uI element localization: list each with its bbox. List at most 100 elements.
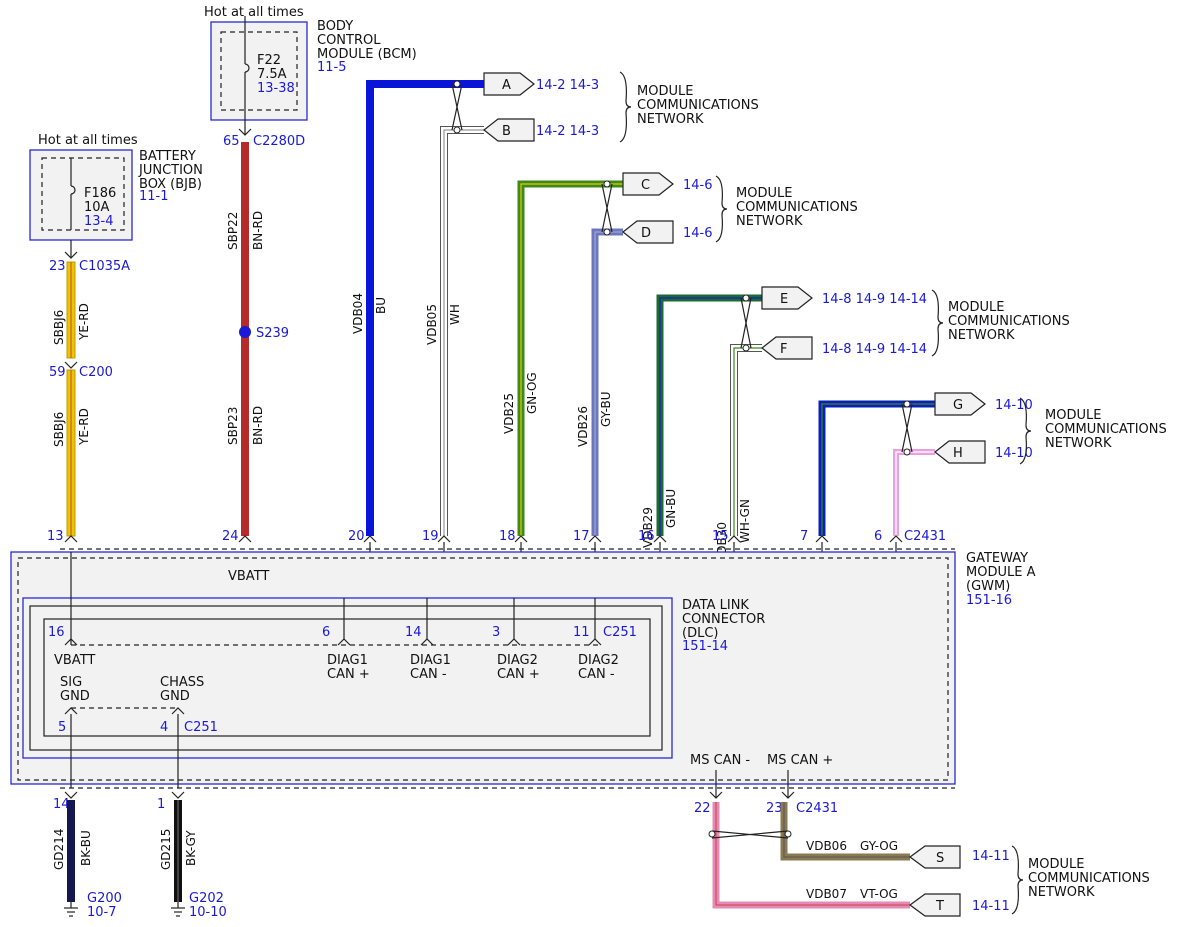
connector-tag-d[interactable]: D (622, 220, 674, 244)
network-brackets: MODULECOMMUNICATIONSNETWORKMODULECOMMUNI… (619, 71, 1167, 915)
tag-t-label: T (935, 899, 944, 914)
connector-tag-label: G (953, 398, 963, 413)
bcm-fuse-ref: 13-38 (257, 81, 295, 96)
gd215-pin: 1 (157, 797, 165, 812)
connector-tag-refs: 14-8 14-9 14-14 (822, 292, 927, 307)
connector-tag-b[interactable]: B (483, 118, 535, 142)
dlc-pin-label-1: DIAG1 (327, 653, 368, 668)
wire-circuit-label: VDB05 (425, 304, 439, 345)
network-label-line: NETWORK (1028, 885, 1095, 900)
dlc-pin-number: 6 (322, 625, 330, 640)
vdb06-color: GY-OG (860, 839, 898, 853)
gd214-circuit: GD214 (52, 829, 66, 870)
connector-tag-g[interactable]: G (934, 392, 986, 416)
gwm-pin-number: 16 (638, 529, 655, 544)
gwm-page: 151-16 (966, 593, 1012, 608)
wire-sbp22: SBP22 (226, 212, 240, 250)
tag-t-refs: 14-11 (972, 899, 1010, 914)
twisted-pair-icon (901, 400, 913, 456)
dlc-pin-label-2: CAN - (410, 667, 447, 682)
network-label-line: MODULE (1028, 857, 1084, 872)
connector-tag-f[interactable]: F (761, 336, 813, 360)
dlc-pin-number: 16 (48, 625, 65, 640)
dlc-name-3: (DLC) (682, 626, 718, 641)
gwm-vbatt-label: VBATT (228, 569, 269, 584)
gd214-color: BK-BU (79, 830, 93, 866)
gwm-pin-number: 17 (573, 529, 590, 544)
ms-can-plus-pin: 23 (766, 801, 783, 816)
bjb-page: 11-1 (139, 189, 169, 204)
connector-tag-refs: 14-2 14-3 (536, 78, 599, 93)
network-label-line: COMMUNICATIONS (637, 98, 759, 113)
network-label-line: COMMUNICATIONS (736, 200, 858, 215)
connector-tag-h[interactable]: H (934, 440, 986, 464)
dlc-pin-number: 3 (492, 625, 500, 640)
dlc-pin-label-1: VBATT (54, 653, 95, 668)
gd215-color: BK-GY (184, 830, 198, 866)
connector-tag-refs: 14-6 (683, 226, 713, 241)
wire-color-label: GY-BU (599, 391, 613, 427)
c2280d-pin: 65 (223, 134, 240, 149)
network-label-line: COMMUNICATIONS (948, 314, 1070, 329)
connector-tag-refs: 14-10 (995, 398, 1033, 413)
sig-gnd-l1: SIG (60, 675, 82, 690)
connector-tag-t[interactable] (908, 893, 961, 917)
connector-tag-label: A (502, 78, 511, 93)
bjb-fuse-box: Hot at all times F186 10A 13-4 BATTERY J… (29, 133, 203, 241)
ground-symbol-icon (171, 902, 185, 917)
c200-pin: 59 (49, 365, 66, 380)
wire-sbbj6-a: SBBJ6 (52, 310, 66, 345)
connector-tag-label: C (641, 178, 650, 193)
connector-tag-e[interactable]: E (761, 286, 813, 310)
connector-tag-c[interactable]: C (622, 172, 674, 196)
chass-gnd-l2: GND (160, 689, 190, 704)
connector-tag-a[interactable]: A (483, 72, 535, 96)
wire-circuit-label: VDB25 (502, 393, 516, 434)
ms-can-plus-label: MS CAN + (767, 753, 833, 768)
bcm-fuse-name: F22 (257, 53, 281, 68)
connector-tag-refs: 14-8 14-9 14-14 (822, 342, 927, 357)
wire-sbp22-color: BN-RD (251, 211, 265, 250)
gwm-pin-number: 7 (800, 529, 808, 544)
bcm-page: 11-5 (317, 60, 347, 75)
connector-tag-label: B (502, 124, 511, 139)
bcm-name-1: BODY (317, 19, 353, 34)
can-wire-vdb04: VDB04BU20HS1 CAN +A14-2 14-3 (334, 72, 599, 584)
bjb-name-2: JUNCTION (138, 163, 203, 178)
gwm-pin-number: 20 (348, 529, 365, 544)
tag-s-label: S (936, 851, 944, 866)
splice-s239 (239, 326, 251, 338)
dlc-pin-number: 11 (573, 625, 590, 640)
gwm-name-2: MODULE A (966, 565, 1036, 580)
network-label-line: NETWORK (637, 112, 704, 127)
network-label-line: MODULE (1045, 408, 1101, 423)
bcm-fuse-box: Hot at all times F22 7.5A 13-38 BODY CON… (204, 5, 417, 135)
twisted-pair-icon (451, 80, 463, 134)
connector-tag-label: E (780, 292, 788, 307)
connector-tag-label: F (780, 342, 787, 357)
dlc-connector: DATA LINK CONNECTOR (DLC) 151-14 C251 16… (22, 552, 765, 788)
gwm-pin-number: 18 (499, 529, 516, 544)
sig-gnd-l2: GND (60, 689, 90, 704)
gwm-pin-24: 24 (222, 529, 239, 544)
bjb-name-3: BOX (BJB) (139, 177, 202, 192)
connector-tag-refs: 14-2 14-3 (536, 124, 599, 139)
connector-tag-s[interactable] (908, 845, 961, 869)
bcm-name-3: MODULE (BCM) (317, 47, 417, 62)
connector-tag-refs: 14-6 (683, 178, 713, 193)
dlc-pin-label-2: CAN - (578, 667, 615, 682)
sig-gnd-pin: 5 (58, 720, 66, 735)
bjb-fuse-rating: 10A (84, 200, 110, 215)
network-label-line: MODULE (637, 84, 693, 99)
bjb-fuse-name: F186 (84, 186, 116, 201)
twisted-pair-icon (740, 294, 752, 352)
